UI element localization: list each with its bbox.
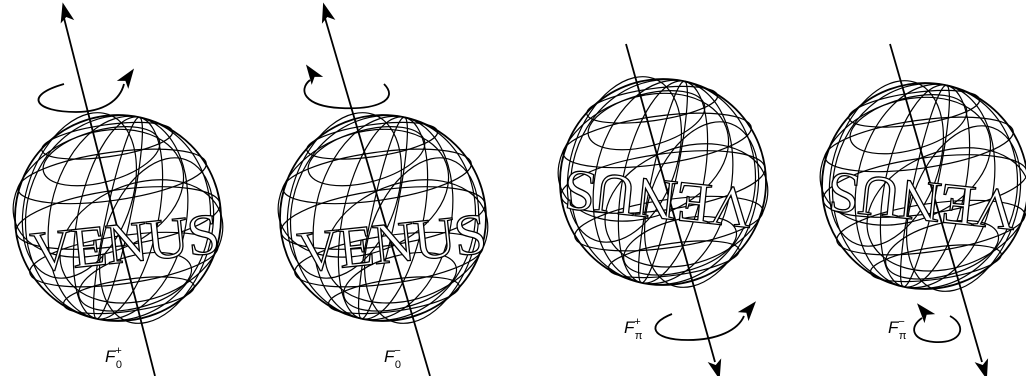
rotation-arrowhead (300, 61, 323, 85)
rotation-arrow (655, 314, 744, 340)
axis-arrowhead (708, 358, 727, 376)
rotation-arrow (914, 316, 960, 342)
venus-label: VENUS (28, 201, 222, 285)
rotation-arrowhead (738, 297, 762, 321)
venus-label: VENUS (561, 157, 755, 241)
axis-arrowhead (975, 358, 994, 376)
rotation-arrowhead (912, 299, 936, 323)
panel-label: F−π (888, 316, 907, 342)
panel-f0-minus: VENUS F−0 (260, 1, 505, 376)
panel-f0-plus: VENUS F+0 (0, 1, 240, 376)
panel-label: F−0 (384, 345, 401, 371)
venus-label: VENUS (825, 159, 1019, 243)
panel-fpi-plus: VENUS F+π (540, 44, 785, 376)
rotation-arrowhead (117, 65, 140, 89)
panel-fpi-minus: VENUS F−π (802, 44, 1026, 376)
panel-label: F+0 (105, 345, 122, 371)
panel-label: F+π (624, 316, 643, 342)
